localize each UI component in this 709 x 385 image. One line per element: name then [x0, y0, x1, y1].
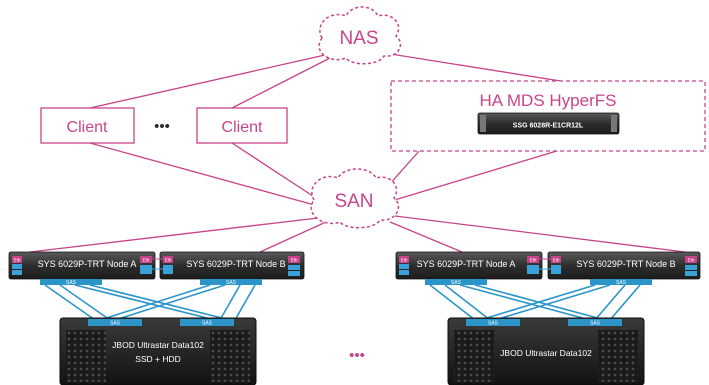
- svg-text:Eth: Eth: [688, 258, 695, 263]
- jbod-right: SAS SAS JBOD Ultrastar Data102: [447, 317, 645, 385]
- link-san-right-b: [394, 215, 686, 253]
- node-right-b-label: SYS 6029P-TRT Node B: [576, 259, 675, 269]
- link-client-right-san: [231, 142, 323, 203]
- link-nas-client-left: [89, 54, 326, 109]
- jbod-left: SAS SAS JBOD Ultrastar Data102 SSD + HDD: [59, 317, 257, 385]
- ha-title: HA MDS HyperFS: [480, 91, 617, 110]
- nas-label: NAS: [339, 28, 378, 49]
- node-left-interconnect: [152, 258, 163, 270]
- node-left-a-label: SYS 6029P-TRT Node A: [38, 259, 137, 269]
- client-left-label: Client: [67, 119, 108, 136]
- svg-text:Eth: Eth: [401, 258, 408, 263]
- node-left-b-label: SYS 6029P-TRT Node B: [186, 259, 285, 269]
- svg-text:SAS: SAS: [110, 321, 121, 327]
- svg-text:Eth: Eth: [143, 258, 150, 263]
- svg-text:Eth: Eth: [165, 258, 172, 263]
- svg-text:SAS: SAS: [451, 280, 462, 286]
- eth-badge: [12, 256, 22, 263]
- jbod-grille: [210, 330, 250, 382]
- client-left: Client: [40, 107, 135, 144]
- link-client-left-san: [89, 142, 319, 207]
- network-links: [29, 51, 686, 253]
- sas-ports-node-left-a: SAS: [40, 279, 102, 286]
- link-nas-client-right: [231, 57, 331, 109]
- clients-ellipsis: •••: [154, 118, 170, 135]
- bottom-ellipsis: •••: [349, 347, 365, 364]
- node-right-b: Eth SYS 6029P-TRT Node B Eth: [547, 251, 701, 280]
- ha-server-label: SSG 6028R-E1CR12L: [513, 123, 584, 130]
- svg-text:Eth: Eth: [530, 258, 537, 263]
- svg-text:SAS: SAS: [590, 321, 601, 327]
- ib-badge: [12, 270, 22, 275]
- ib-badge: [12, 264, 22, 269]
- node-left-a: Eth SYS 6029P-TRT Node A Eth: [8, 251, 156, 280]
- sas-ports-node-right-a: SAS: [425, 279, 487, 286]
- node-right-a: Eth SYS 6029P-TRT Node A Eth: [395, 251, 543, 280]
- sas-links-right: [429, 284, 641, 321]
- link-san-left-a: [29, 217, 319, 253]
- nas-cloud: NAS: [318, 6, 402, 65]
- san-label: SAN: [334, 191, 373, 212]
- link-san-left-b: [259, 221, 327, 253]
- svg-text:SAS: SAS: [226, 280, 237, 286]
- sas-links-left: [44, 284, 256, 321]
- jbod-grille: [66, 330, 106, 382]
- svg-text:SAS: SAS: [66, 280, 77, 286]
- jbod-left-title: JBOD Ultrastar Data102: [112, 340, 204, 350]
- svg-text:SAS: SAS: [202, 321, 213, 327]
- ha-mds-group: HA MDS HyperFS SSG 6028R-E1CR12L: [390, 80, 706, 152]
- svg-text:SAS: SAS: [616, 280, 627, 286]
- sas-ports-node-left-b: SAS: [200, 279, 262, 286]
- jbod-right-title: JBOD Ultrastar Data102: [500, 348, 592, 358]
- sas-ports-node-right-b: SAS: [590, 279, 652, 286]
- svg-text:Eth: Eth: [14, 258, 21, 263]
- svg-text:Eth: Eth: [553, 258, 560, 263]
- jbod-left-sub: SSD + HDD: [135, 354, 181, 364]
- san-cloud: SAN: [310, 168, 400, 229]
- ha-mds-server: SSG 6028R-E1CR12L: [477, 112, 620, 135]
- node-right-interconnect: [539, 258, 551, 270]
- client-right-label: Client: [222, 119, 263, 136]
- jbod-grille: [454, 330, 494, 382]
- link-ha-san-2: [387, 149, 561, 203]
- client-right: Client: [196, 107, 288, 144]
- node-right-a-label: SYS 6029P-TRT Node A: [417, 259, 516, 269]
- svg-text:Eth: Eth: [291, 258, 298, 263]
- link-san-right-a: [389, 221, 463, 253]
- jbod-grille: [598, 330, 638, 382]
- node-left-b: Eth SYS 6029P-TRT Node B Eth: [159, 251, 305, 280]
- svg-text:SAS: SAS: [488, 321, 499, 327]
